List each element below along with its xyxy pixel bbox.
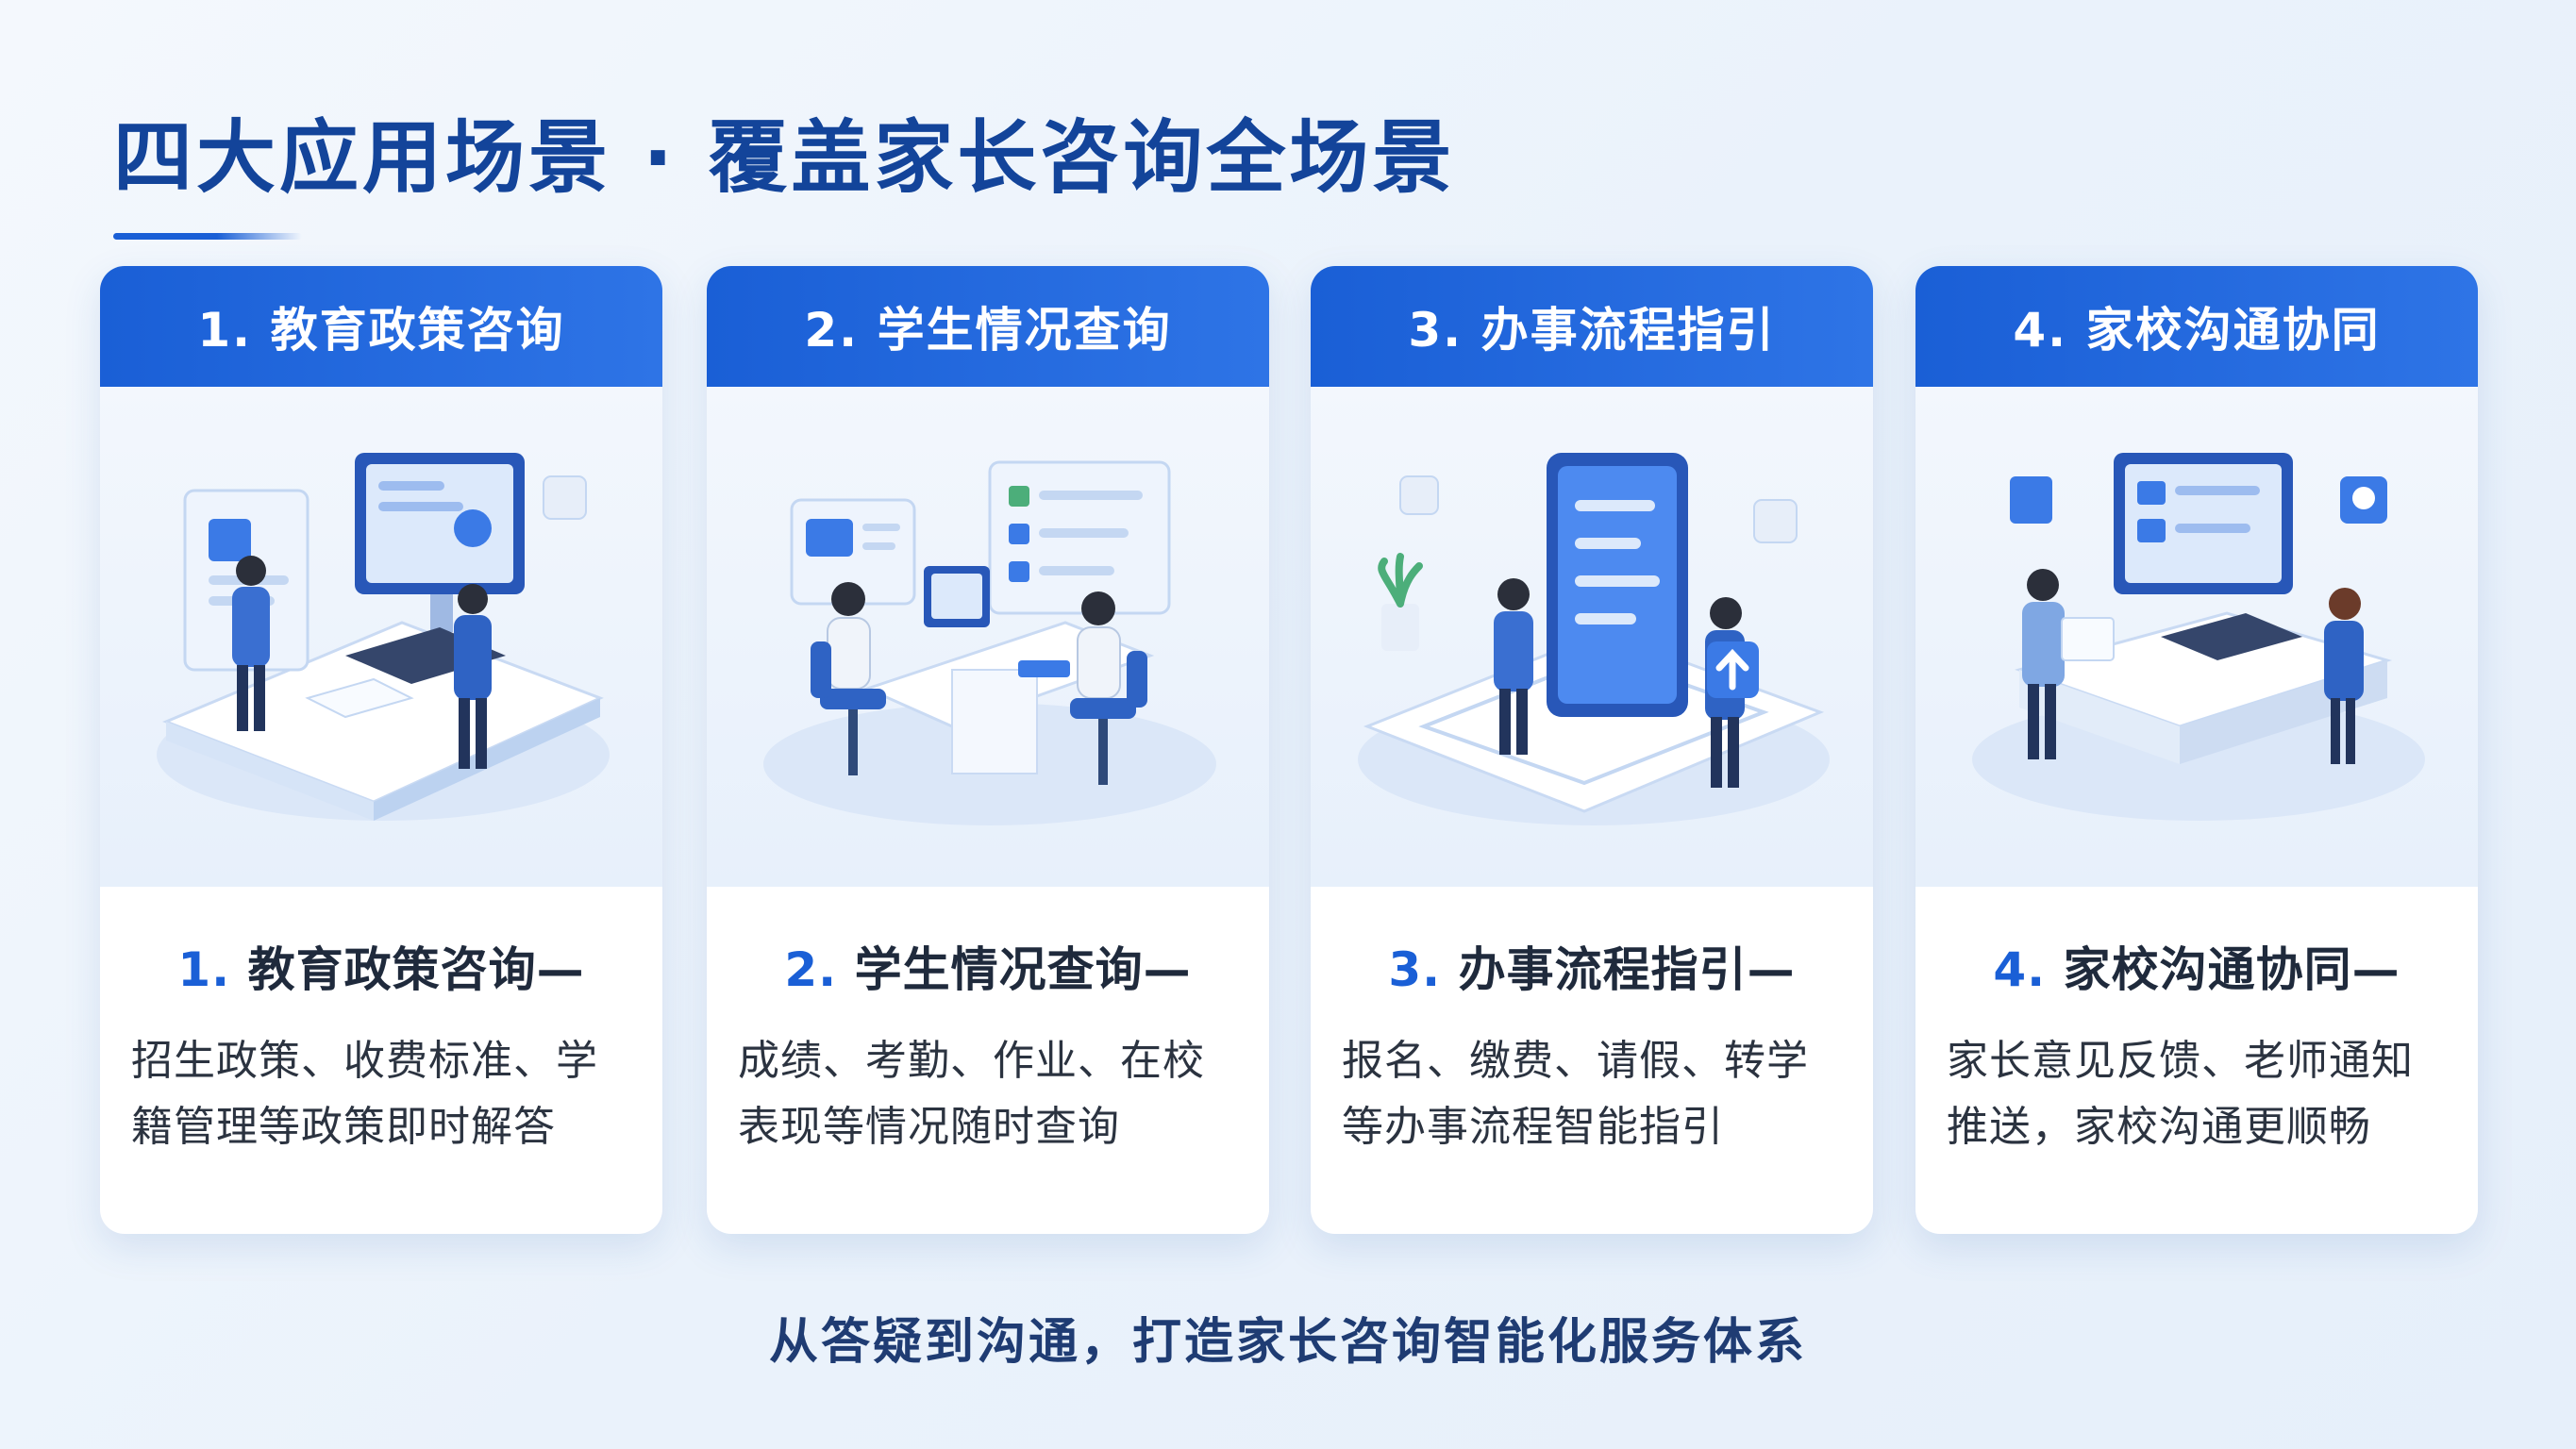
card-description: 成绩、考勤、作业、在校表现等情况随时查询	[738, 1037, 1205, 1151]
card-number: 3.	[1388, 942, 1442, 997]
title-underline	[113, 233, 302, 240]
card-number: 2.	[784, 942, 838, 997]
scenario-card-policy: 1. 教育政策咨询	[100, 266, 662, 1234]
page-title: 四大应用场景 · 覆盖家长咨询全场景	[113, 111, 1456, 204]
card-name: 学生情况查询—	[854, 942, 1192, 997]
footer-tagline: 从答疑到沟通，打造家长咨询智能化服务体系	[768, 1314, 1807, 1371]
card-subtitle: 2. 学生情况查询—	[707, 932, 1269, 1000]
card-name: 家校沟通协同—	[2063, 942, 2400, 997]
title-block: 四大应用场景 · 覆盖家长咨询全场景	[113, 94, 1455, 240]
scenario-cards: 1. 教育政策咨询	[100, 266, 2478, 1234]
process-guidance-illustration	[1311, 387, 1873, 887]
card-subtitle: 4. 家校沟通协同—	[1915, 932, 2478, 1000]
home-school-communication-illustration	[1915, 387, 2478, 887]
card-description: 招生政策、收费标准、学籍管理等政策即时解答	[131, 1037, 598, 1151]
card-subtitle: 1. 教育政策咨询—	[100, 932, 662, 1000]
card-number: 4.	[1993, 942, 2047, 997]
policy-consultation-illustration	[100, 387, 662, 887]
student-status-query-illustration	[707, 387, 1269, 887]
card-header: 1. 教育政策咨询	[100, 266, 662, 387]
card-description: 家长意见反馈、老师通知推送，家校沟通更顺畅	[1947, 1037, 2414, 1151]
scenario-card-process: 3. 办事流程指引	[1311, 266, 1873, 1234]
card-description: 报名、缴费、请假、转学等办事流程智能指引	[1342, 1037, 1809, 1151]
card-subtitle: 3. 办事流程指引—	[1311, 932, 1873, 1000]
scenario-card-communication: 4. 家校沟通协同	[1915, 266, 2478, 1234]
card-header: 2. 学生情况查询	[707, 266, 1269, 387]
scenario-card-student: 2. 学生情况查询	[707, 266, 1269, 1234]
card-header: 3. 办事流程指引	[1311, 266, 1873, 387]
card-name: 教育政策咨询—	[247, 942, 585, 997]
card-header: 4. 家校沟通协同	[1915, 266, 2478, 387]
card-number: 1.	[177, 942, 231, 997]
card-name: 办事流程指引—	[1458, 942, 1796, 997]
